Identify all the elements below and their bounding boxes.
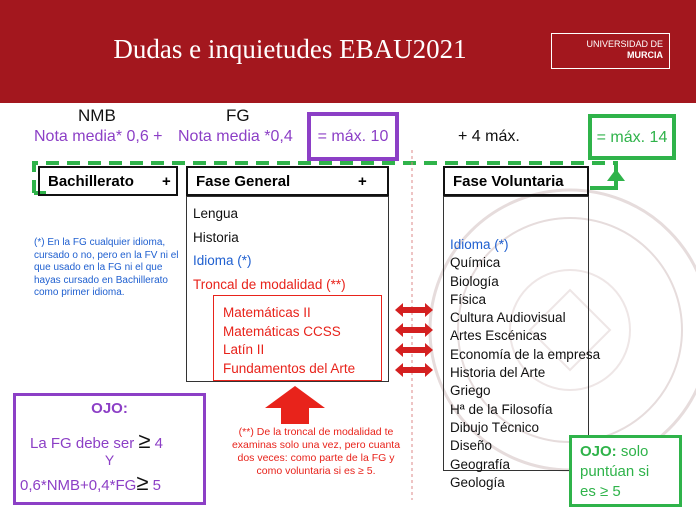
fase-voluntaria-header: Fase Voluntaria xyxy=(443,166,589,196)
fg-label: FG xyxy=(226,106,250,125)
double-arrow-icon xyxy=(395,363,433,377)
fg-item-lengua: Lengua xyxy=(193,206,239,221)
slide-title: Dudas e inquietudes EBAU2021 xyxy=(113,34,467,64)
fv-item: Idioma (*) xyxy=(450,237,509,252)
fv-item: Geografía xyxy=(450,456,511,472)
fase-voluntaria-label: Fase Voluntaria xyxy=(453,173,564,190)
fv-item: Economía de la empresa xyxy=(450,346,601,362)
max-14-text: = máx. 14 xyxy=(596,129,668,146)
ojo-left-text-1: La FG debe ser xyxy=(30,435,135,452)
title-banner xyxy=(0,0,696,103)
troncal-options-list: Matemáticas II Matemáticas CCSS Latín II… xyxy=(223,304,355,378)
ojo-right-line-3: es ≥ 5 xyxy=(580,483,621,500)
ojo-left-title: OJO: xyxy=(91,400,128,417)
ojo-right-text: OJO: solo puntúan si es ≥ 5 xyxy=(580,442,649,502)
nmb-label: NMB xyxy=(78,106,116,125)
ojo-right-line-2: puntúan si xyxy=(580,463,650,480)
formula-part-1: Nota media* 0,6 + xyxy=(34,128,163,145)
max-14-box: = máx. 14 xyxy=(588,114,676,160)
troncal-option: Matemáticas II xyxy=(223,305,311,320)
ojo-right-rest-1: solo xyxy=(620,443,649,460)
bachillerato-box: Bachillerato + xyxy=(38,166,178,196)
fg-item-idioma: Idioma (*) xyxy=(193,253,252,268)
ojo-right-title: OJO: xyxy=(580,443,617,460)
fg-item-troncal: Troncal de modalidad (**) xyxy=(193,277,346,292)
fv-item: Física xyxy=(450,291,487,307)
ojo-left-box xyxy=(13,393,206,505)
up-arrow-icon xyxy=(265,386,325,424)
plus-4-max: + 4 máx. xyxy=(458,128,520,145)
max-10-box: = máx. 10 xyxy=(307,112,399,161)
ojo-left-line-1: La FG debe ser ≥ 4 xyxy=(30,428,163,454)
university-logo: UNIVERSIDAD DE MURCIA xyxy=(551,33,670,69)
fg-item-historia: Historia xyxy=(193,230,239,245)
fv-item: Geología xyxy=(450,474,505,490)
formula-part-2: Nota media *0,4 xyxy=(178,128,293,145)
fase-general-box xyxy=(186,196,389,382)
ojo-left-value-1: 4 xyxy=(154,435,163,452)
ojo-right-box xyxy=(569,435,682,507)
ojo-left-symbol-1: ≥ xyxy=(138,428,151,453)
troncal-option: Latín II xyxy=(223,342,265,357)
ojo-left-text-3: 0,6*NMB+0,4*FG xyxy=(20,477,137,494)
fv-item: Historia del Arte xyxy=(450,365,546,381)
idioma-note: (*) En la FG cualquier idioma, cursado o… xyxy=(34,237,179,298)
fase-voluntaria-box xyxy=(443,196,589,471)
fase-general-header: Fase General + xyxy=(186,166,389,196)
ojo-left-symbol-2: ≥ xyxy=(136,470,149,495)
ojo-right-line-1: OJO: solo xyxy=(580,442,649,462)
plus-sign-2: + xyxy=(358,173,367,190)
double-arrows xyxy=(395,303,433,377)
fv-item: Biología xyxy=(450,273,499,289)
fv-item: Cultura Audiovisual xyxy=(450,310,566,326)
plus-sign-1: + xyxy=(162,173,171,190)
double-arrow-icon xyxy=(395,303,433,317)
ojo-left-line-2: Y xyxy=(104,452,115,468)
bachillerato-label: Bachillerato xyxy=(48,173,134,190)
fv-item: Química xyxy=(450,255,501,271)
fv-item: Griego xyxy=(450,383,491,399)
ojo-left-value-2: 5 xyxy=(152,477,161,494)
troncal-options-box xyxy=(213,295,382,381)
logo-line-2: MURCIA xyxy=(627,50,663,60)
fase-voluntaria-list: Idioma (*) Química Biología Física Cultu… xyxy=(450,236,600,492)
troncal-option: Matemáticas CCSS xyxy=(223,323,341,339)
troncal-option: Fundamentos del Arte xyxy=(223,360,356,376)
troncal-note: (**) De la troncal de modalidad te exami… xyxy=(231,426,401,477)
fase-general-label: Fase General xyxy=(196,173,291,190)
fv-item: Hª de la Filosofía xyxy=(450,401,553,417)
fv-item: Dibujo Técnico xyxy=(450,419,540,435)
fv-item: Diseño xyxy=(450,438,493,454)
double-arrow-icon xyxy=(395,343,433,357)
ojo-left-line-3: 0,6*NMB+0,4*FG≥ 5 xyxy=(20,470,161,496)
fv-item: Artes Escénicas xyxy=(450,328,547,344)
double-arrow-icon xyxy=(395,323,433,337)
max-10-text: = máx. 10 xyxy=(317,128,389,145)
logo-line-1: UNIVERSIDAD DE xyxy=(586,39,663,49)
